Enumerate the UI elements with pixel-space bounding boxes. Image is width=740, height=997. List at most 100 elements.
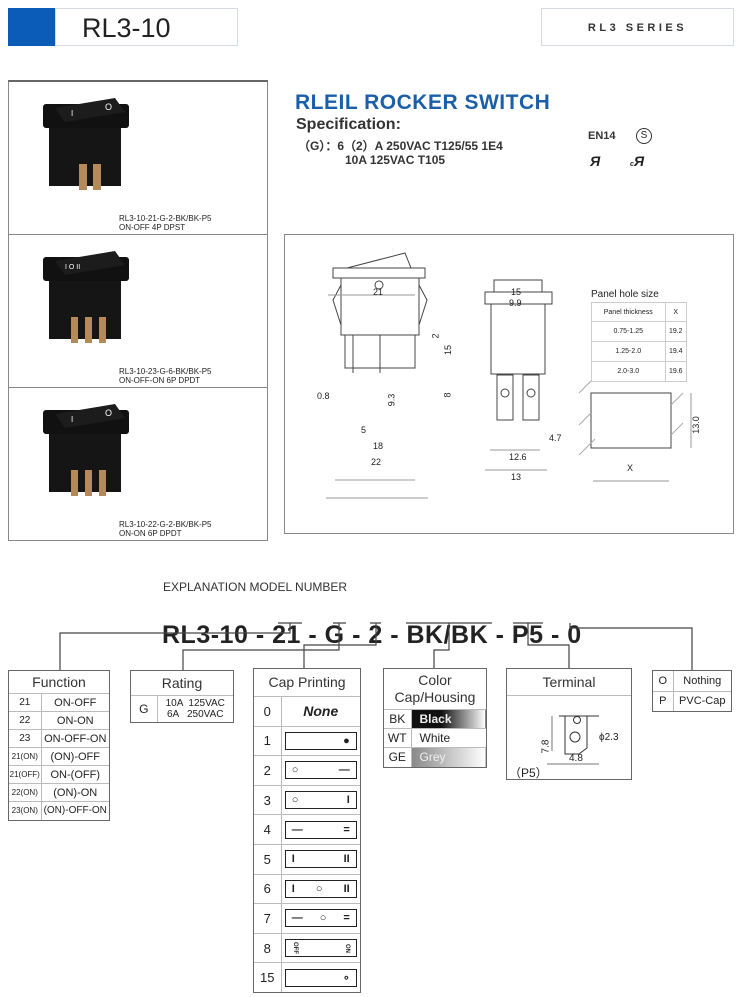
product-desc: ON-OFF-ON 6P DPDT xyxy=(119,376,201,385)
series-box: RL3 SERIES xyxy=(541,8,734,46)
spec-line-2: 10A 125VAC T105 xyxy=(345,153,446,167)
function-code: 21(ON) xyxy=(9,747,41,766)
cap-code: 15 xyxy=(254,962,281,993)
cap-glyph-left: — xyxy=(291,912,303,925)
spec-line-1: （G）：6（2）A 250VAC T125/55 1E4 xyxy=(298,139,503,153)
terminal-dim-w: 4.8 xyxy=(569,753,583,764)
function-code: 21(OFF) xyxy=(9,765,41,784)
cap-code: 4 xyxy=(254,814,281,845)
header-model: RL3-10 xyxy=(82,13,171,43)
cap-glyph-left: OFF xyxy=(291,942,298,955)
panel-cell: 19.4 xyxy=(664,341,687,362)
cap-symbol: OFF ON xyxy=(280,932,360,963)
function-code: 23(ON) xyxy=(9,801,41,820)
terminal-title: Terminal xyxy=(507,669,631,696)
dim-label: 12.6 xyxy=(509,452,527,462)
svg-text:I: I xyxy=(71,415,73,424)
ul-mark-icon: Я xyxy=(590,153,601,169)
cap-print-symbol: —= xyxy=(284,820,357,839)
cap-glyph-right: ∘ xyxy=(342,972,350,985)
model-part: RL3-10 xyxy=(162,621,249,649)
dim-label: 5 xyxy=(361,425,367,435)
product-title: RLEIL ROCKER SWITCH xyxy=(295,91,551,114)
cap-print-symbol: I ○ II xyxy=(284,879,357,898)
function-code: 22(ON) xyxy=(9,783,41,802)
function-value: ON-OFF-ON xyxy=(40,729,109,748)
panel-cell: 19.6 xyxy=(664,361,687,382)
model-part: BK/BK xyxy=(406,621,489,649)
cap-print-symbol: ∘ xyxy=(284,968,357,987)
enec-number: 14 xyxy=(603,130,616,142)
header-blue-block xyxy=(8,8,55,46)
cap-symbol: None xyxy=(280,696,360,727)
terminal-p5-drawing xyxy=(547,715,599,765)
function-code: 23 xyxy=(9,729,41,748)
cap-code: 0 xyxy=(254,696,281,727)
cap-glyph-right: — xyxy=(338,764,350,777)
cap-glyph-left: I xyxy=(291,882,295,895)
explanation-label: EXPLANATION MODEL NUMBER xyxy=(163,580,348,594)
option-value: PVC-Cap xyxy=(672,690,731,711)
function-value: (ON)-OFF xyxy=(40,747,109,766)
option-code: O xyxy=(658,674,668,687)
product-code: RL3-10-23-G-6-BK/BK-P5 xyxy=(119,367,212,376)
rating-line-2: 6A 250VAC xyxy=(166,708,224,720)
cap-print-symbol: ○— xyxy=(284,761,357,780)
cap-glyph-left: ○ xyxy=(291,764,299,777)
cap-glyph-mid: ○ xyxy=(315,882,323,895)
dim-label: 9.9 xyxy=(509,298,522,308)
hole-width-label: X xyxy=(627,463,634,473)
function-title: Function xyxy=(32,674,86,690)
function-value: (ON)-ON xyxy=(40,783,109,802)
cap-code: 7 xyxy=(254,903,281,934)
cap-print-symbol: ● xyxy=(284,731,357,750)
cap-code: 1 xyxy=(254,725,281,756)
rating-title: Rating xyxy=(161,675,203,691)
separator: - xyxy=(255,621,265,649)
spec-heading: Specification: xyxy=(296,116,401,133)
function-code: 21 xyxy=(9,693,41,712)
cap-code: 8 xyxy=(254,932,281,963)
cap-glyph-right: II xyxy=(343,853,350,866)
cap-symbol: I ○ II xyxy=(280,873,360,904)
series-label: RL3 SERIES xyxy=(587,22,688,34)
cap-glyph-mid: ○ xyxy=(319,912,327,925)
color-name: Black xyxy=(410,709,486,729)
function-value: ON-ON xyxy=(40,711,109,730)
cap-glyph-right: ON xyxy=(343,943,350,953)
dim-label: 4.7 xyxy=(549,433,562,443)
dimension-drawing-panel: 21 2 15 8 0.8 9.3 5 18 22 15 9.9 4.7 12.… xyxy=(284,234,734,534)
cap-code: 6 xyxy=(254,873,281,904)
separator: - xyxy=(308,621,318,649)
function-value: ON-(OFF) xyxy=(40,765,109,784)
cap-glyph-right: ● xyxy=(343,734,350,747)
color-code: BK xyxy=(384,709,411,729)
panel-hole-title: Panel hole size xyxy=(591,289,659,300)
rocker-switch-image: I O II xyxy=(43,251,129,343)
cap-glyph-right: II xyxy=(343,882,350,895)
dim-label: 21 xyxy=(373,287,384,297)
separator: - xyxy=(390,621,400,649)
cap-symbol: ○I xyxy=(280,784,360,815)
separator: - xyxy=(550,621,560,649)
cap-glyph-right: = xyxy=(343,912,350,925)
panel-cell: 2.0-3.0 xyxy=(591,361,666,382)
cap-printing-title: Cap Printing xyxy=(268,674,346,690)
cap-glyph-left: I xyxy=(291,853,295,866)
product-desc: ON-ON 6P DPDT xyxy=(119,529,182,538)
color-name: Grey xyxy=(410,747,486,767)
color-title-line-1: Color xyxy=(418,672,452,688)
svg-text:I O II: I O II xyxy=(65,264,80,271)
cap-symbol: ○— xyxy=(280,755,360,786)
connector-lines xyxy=(59,622,693,670)
